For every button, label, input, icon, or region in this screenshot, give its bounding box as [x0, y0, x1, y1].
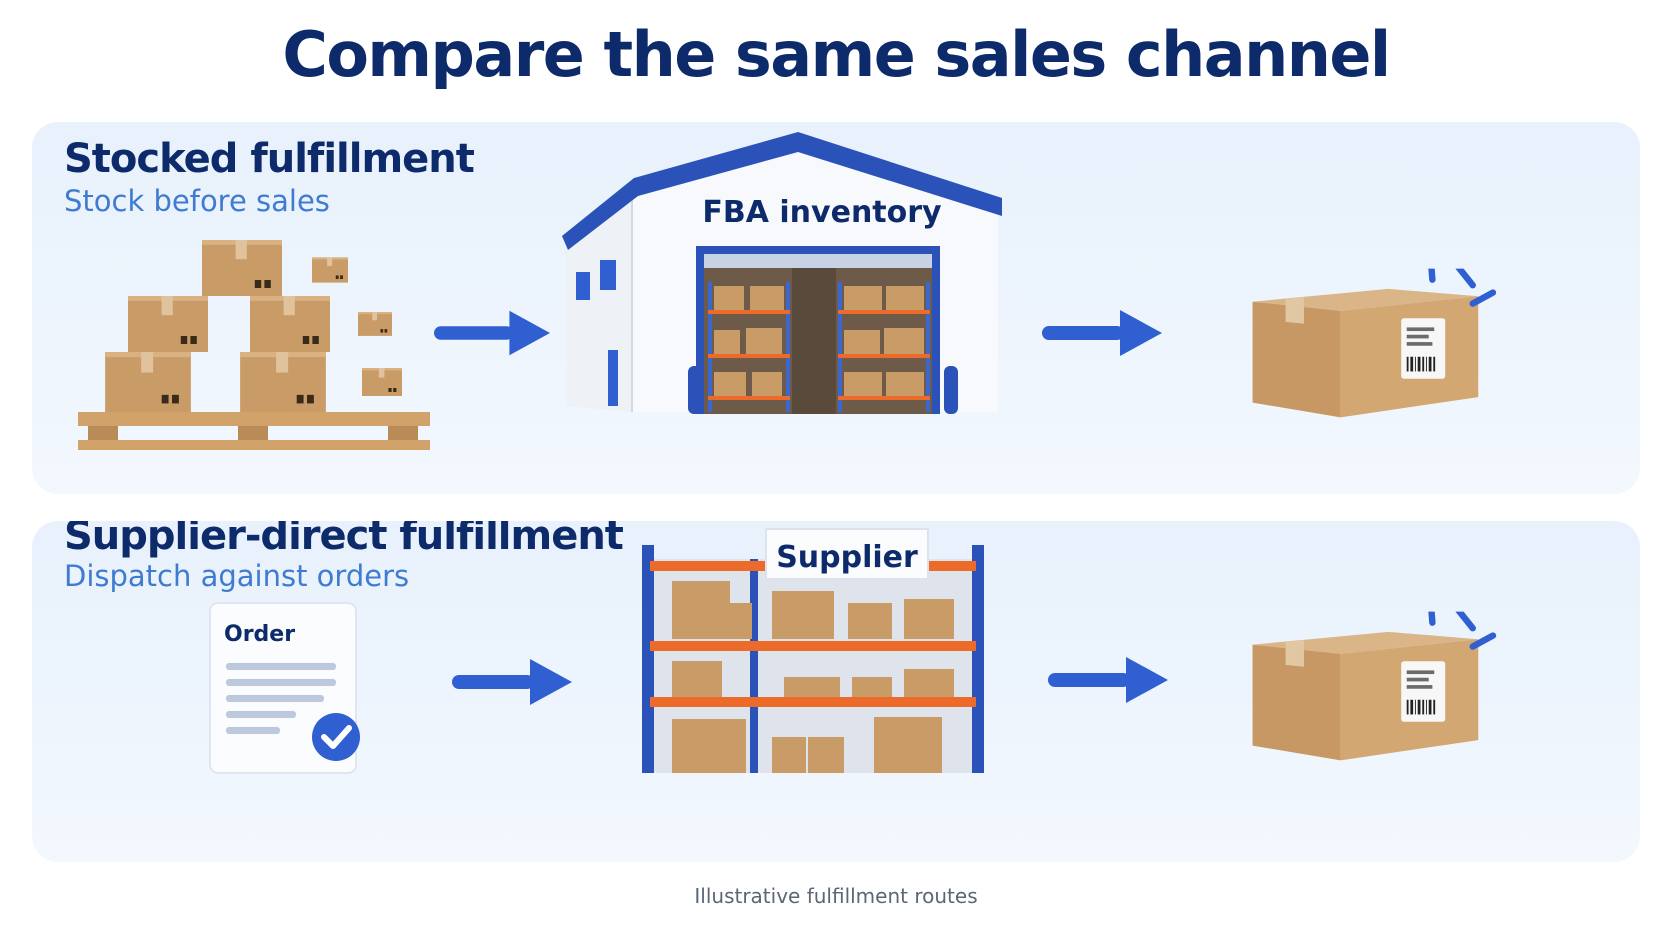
- stocked-fulfillment-panel: Stocked fulfillment Stock before sales: [32, 122, 1640, 494]
- page-title: Compare the same sales channel: [282, 18, 1391, 91]
- warehouse-label: FBA inventory: [702, 195, 942, 230]
- supplier-direct-fulfillment-title: Supplier-direct fulfillment: [64, 521, 624, 559]
- supplier-direct-fulfillment-panel: Supplier-direct fulfillment Dispatch aga…: [32, 521, 1640, 862]
- warehouse-icon: FBA inventory: [562, 132, 1002, 414]
- supplier-direct-fulfillment-subtitle: Dispatch against orders: [64, 559, 410, 593]
- order-label: Order: [224, 622, 295, 647]
- stocked-fulfillment-subtitle: Stock before sales: [64, 184, 330, 218]
- shipped-package-icon: [1230, 254, 1510, 432]
- pallet-of-boxes-icon: [78, 240, 430, 450]
- order-document-icon: Order: [209, 602, 360, 774]
- supplier-label: Supplier: [776, 540, 918, 575]
- supplier-shelving-icon: Supplier: [642, 528, 984, 773]
- check-icon: [312, 713, 360, 761]
- flow-arrow-icon: [452, 659, 572, 705]
- flow-arrow-icon: [434, 310, 550, 356]
- flow-arrow-icon: [1048, 657, 1168, 703]
- flow-arrow-icon: [1042, 310, 1162, 356]
- shipped-package-icon: [1230, 597, 1510, 775]
- footnote: Illustrative fulfillment routes: [694, 884, 978, 908]
- stocked-fulfillment-title: Stocked fulfillment: [64, 136, 475, 182]
